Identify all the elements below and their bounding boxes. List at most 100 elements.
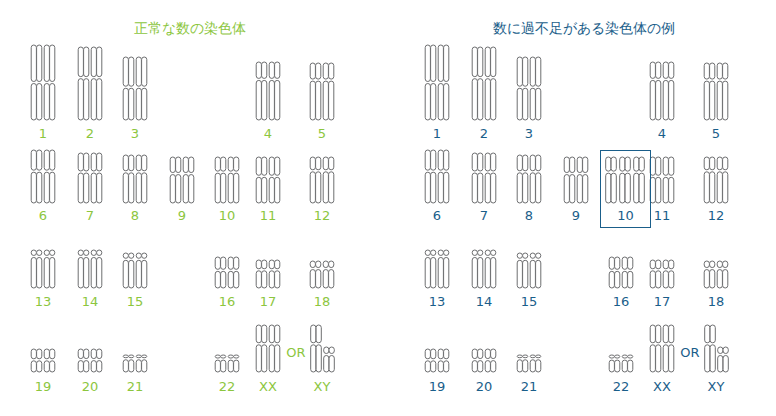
chromatid-arm bbox=[536, 253, 541, 258]
chromatid-arm bbox=[310, 270, 315, 288]
chromatid-arm bbox=[622, 355, 627, 358]
chromatid-arm bbox=[656, 345, 661, 372]
chromatid-arm bbox=[324, 347, 329, 354]
chromatid-arm bbox=[669, 345, 674, 372]
chromatid-arm bbox=[50, 150, 55, 170]
chromatid-arm bbox=[485, 47, 490, 77]
chromatid-arm bbox=[615, 355, 620, 358]
chromatid-arm bbox=[570, 157, 575, 173]
chromatid-arm bbox=[491, 47, 496, 77]
chromatid-arm bbox=[50, 250, 55, 255]
chromatid-arm bbox=[256, 177, 261, 203]
chromatid-arm bbox=[625, 157, 630, 171]
chromatid-arm bbox=[485, 153, 490, 171]
chromatid-arm bbox=[438, 349, 443, 359]
chromatid-arm bbox=[50, 84, 55, 121]
chromatid-arm bbox=[44, 250, 49, 255]
chromatid-arm bbox=[329, 270, 334, 288]
chromatid-arm bbox=[310, 157, 315, 170]
chromosome-number: 12 bbox=[708, 209, 725, 222]
chromatid-arm bbox=[472, 153, 477, 171]
chromatid-arm bbox=[650, 62, 655, 78]
chromatid-arm bbox=[425, 349, 430, 359]
chromatid-arm bbox=[444, 361, 449, 372]
chromatid-arm bbox=[656, 325, 661, 343]
chromatid-arm bbox=[234, 271, 239, 288]
chromatid-arm bbox=[97, 257, 102, 288]
chromosome-number: 7 bbox=[480, 209, 488, 222]
chromatid-arm bbox=[129, 173, 134, 203]
chromatid-arm bbox=[650, 325, 655, 343]
chromatid-arm bbox=[269, 260, 274, 269]
chromatid-arm bbox=[91, 257, 96, 288]
chromatid-arm bbox=[704, 81, 709, 120]
chromatid-arm bbox=[97, 173, 102, 203]
chromatid-arm bbox=[478, 173, 483, 203]
chromatid-arm bbox=[622, 360, 627, 372]
chromatid-arm bbox=[615, 271, 620, 288]
chromatid-arm bbox=[710, 325, 715, 343]
chromatid-arm bbox=[485, 257, 490, 288]
chromatid-arm bbox=[478, 79, 483, 120]
chromatid-arm bbox=[609, 355, 614, 358]
chromatid-arm bbox=[710, 157, 715, 170]
chromatid-arm bbox=[97, 361, 102, 372]
chromatid-arm bbox=[215, 360, 220, 372]
chromatid-arm bbox=[425, 250, 430, 255]
chromatid-arm bbox=[478, 47, 483, 77]
chromatid-arm bbox=[491, 79, 496, 120]
chromosome-number: 8 bbox=[525, 209, 533, 222]
chromatid-arm bbox=[31, 84, 36, 121]
chromatid-arm bbox=[425, 84, 430, 121]
chromosome-number: XY bbox=[314, 380, 331, 393]
chromatid-arm bbox=[472, 47, 477, 77]
chromatid-arm bbox=[425, 361, 430, 372]
chromatid-arm bbox=[491, 361, 496, 372]
chromatid-arm bbox=[123, 355, 128, 358]
chromatid-arm bbox=[31, 349, 36, 359]
chromatid-arm bbox=[723, 81, 728, 120]
chromatid-arm bbox=[485, 79, 490, 120]
chromatid-arm bbox=[523, 355, 528, 358]
chromatid-arm bbox=[234, 157, 239, 171]
chromatid-arm bbox=[710, 261, 715, 268]
chromatid-arm bbox=[517, 260, 522, 288]
chromatid-arm bbox=[183, 157, 188, 173]
chromatid-arm bbox=[176, 175, 181, 203]
chromatid-arm bbox=[221, 360, 226, 372]
chromatid-arm bbox=[669, 157, 674, 175]
chromatid-arm bbox=[44, 172, 49, 203]
chromatid-arm bbox=[189, 175, 194, 203]
chromosome-number: 21 bbox=[521, 380, 538, 393]
chromatid-arm bbox=[170, 175, 175, 203]
chromatid-arm bbox=[723, 157, 728, 170]
chromatid-arm bbox=[517, 360, 522, 372]
chromatid-arm bbox=[517, 253, 522, 258]
chromosome-number: XX bbox=[653, 380, 671, 393]
chromatid-arm bbox=[256, 345, 261, 372]
chromatid-arm bbox=[530, 173, 535, 203]
chromatid-arm bbox=[704, 270, 709, 288]
chromatid-arm bbox=[606, 173, 611, 203]
chromatid-arm bbox=[142, 57, 147, 86]
chromatid-arm bbox=[262, 62, 267, 78]
chromatid-arm bbox=[84, 349, 89, 359]
chromatid-arm bbox=[142, 173, 147, 203]
chromatid-arm bbox=[256, 80, 261, 120]
chromatid-arm bbox=[316, 172, 321, 203]
chromatid-arm bbox=[324, 356, 329, 373]
chromatid-arm bbox=[256, 325, 261, 343]
chromatid-arm bbox=[256, 62, 261, 78]
chromatid-arm bbox=[620, 173, 625, 203]
chromatid-arm bbox=[491, 257, 496, 288]
chromatid-arm bbox=[718, 356, 723, 373]
chromosome-number: 14 bbox=[476, 295, 493, 308]
chromosome-number: 18 bbox=[314, 295, 331, 308]
chromatid-arm bbox=[97, 349, 102, 359]
chromatid-arm bbox=[710, 81, 715, 120]
chromatid-arm bbox=[656, 177, 661, 203]
chromatid-arm bbox=[269, 345, 274, 372]
chromatid-arm bbox=[50, 361, 55, 372]
chromatid-arm bbox=[570, 175, 575, 203]
